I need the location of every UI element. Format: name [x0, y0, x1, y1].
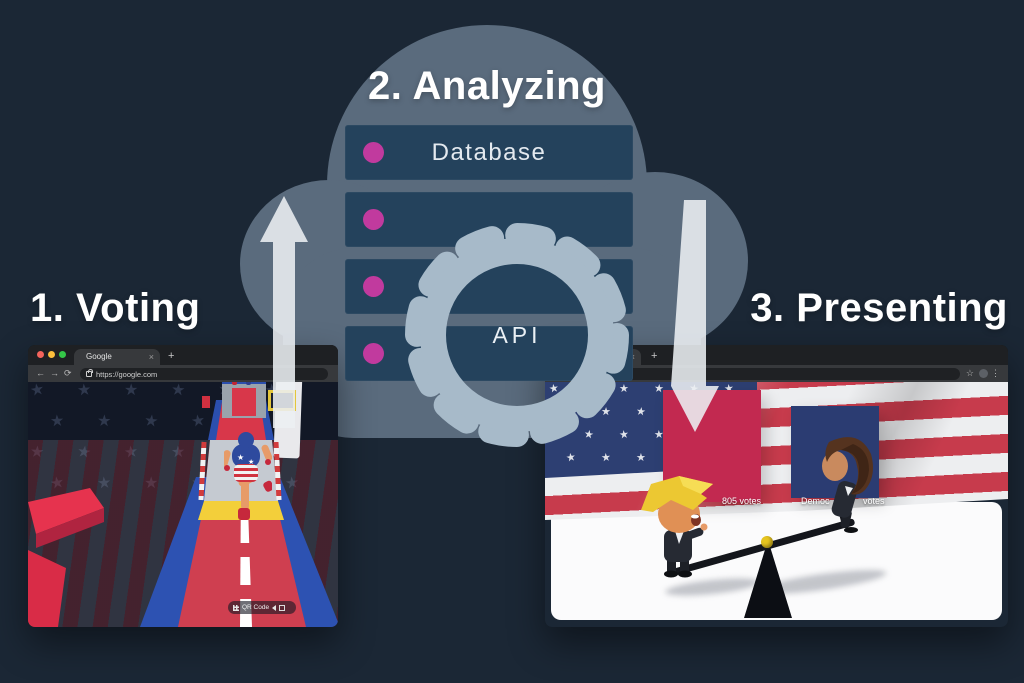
flag-star-icon: ★ [636, 452, 646, 464]
flag-star-icon: ★ [28, 382, 46, 401]
down-arrow-icon [671, 200, 719, 432]
url-field[interactable]: https://google.com [80, 367, 328, 380]
seesaw-pivot-ball [761, 536, 773, 548]
qr-button-label: QR Code [242, 604, 270, 611]
mini-candidate-blue [246, 382, 251, 385]
republican-votes-label: 805 votes [721, 496, 761, 506]
qr-icon [233, 604, 239, 611]
server-label: Database [431, 139, 547, 166]
svg-text:★: ★ [248, 458, 254, 466]
server-led-icon [363, 343, 384, 364]
canton-star-field: ★★★★★★★★★★★★★★★★★★★★★★★★ [545, 382, 757, 478]
reload-icon[interactable]: ⟳ [64, 368, 72, 378]
browser-tab-google[interactable]: Google × [74, 349, 160, 365]
tab-bar: Google × + [28, 345, 338, 365]
server-row-database: Database [345, 125, 633, 180]
close-window-icon[interactable] [37, 351, 44, 358]
step-title-analyzing: 2. Analyzing [368, 64, 606, 108]
new-tab-icon[interactable]: + [168, 350, 175, 362]
red-sign [202, 396, 210, 408]
flag-star-icon: ★ [96, 412, 112, 431]
flag-star-icon: ★ [619, 383, 629, 395]
tab-title: Google [86, 352, 112, 361]
finish-tower-carpet [232, 388, 256, 416]
new-tab-icon[interactable]: + [651, 350, 658, 362]
zoom-window-icon[interactable] [59, 351, 66, 358]
server-led-icon [363, 276, 384, 297]
bookmark-star-icon[interactable]: ☆ [965, 368, 974, 378]
svg-text:★: ★ [237, 453, 244, 462]
avatar-icon[interactable] [979, 369, 988, 378]
qr-code-button[interactable]: QR Code [228, 601, 296, 614]
presenting-browser-window: × + ☆ ⋮ ★★★★★★★★★★★★★★★★★★★★★★★★ 805 vot… [545, 345, 1008, 627]
harris-caricature [822, 437, 873, 533]
minimize-window-icon[interactable] [48, 351, 55, 358]
flag-star-icon: ★ [142, 412, 160, 431]
step-title-presenting: 3. Presenting [750, 286, 1008, 330]
server-led-icon [363, 142, 384, 163]
democrat-votes-label-start: Democ [801, 496, 830, 506]
step-title-voting: 1. Voting [30, 286, 201, 330]
democrat-votes-label-end: votes [863, 496, 885, 506]
url-text: https://google.com [96, 369, 158, 379]
address-bar: ← → ⟳ https://google.com [28, 365, 338, 382]
address-bar: ☆ ⋮ [545, 365, 1008, 382]
flag-star-icon: ★ [49, 412, 65, 431]
server-led-icon [363, 209, 384, 230]
flag-star-field: ★★★★★★★★★★★★★★★★★★★★★★★★ [28, 382, 308, 507]
flag-star-icon: ★ [76, 382, 93, 400]
kebab-menu-icon[interactable]: ⋮ [991, 368, 1000, 378]
mini-candidate-red [232, 382, 237, 385]
up-arrow-icon [260, 196, 308, 428]
trump-caricature [641, 476, 713, 578]
close-icon[interactable]: × [148, 352, 154, 362]
api-label: API [492, 322, 542, 348]
fullscreen-icon[interactable] [279, 604, 286, 611]
forward-icon[interactable]: → [50, 368, 59, 378]
flag-star-icon: ★ [189, 411, 207, 432]
back-icon[interactable]: ← [36, 368, 45, 378]
flag-star-icon: ★ [144, 473, 158, 493]
flag-star-icon: ★ [124, 382, 139, 399]
url-field[interactable] [553, 367, 960, 380]
flag-star-icon: ★ [170, 382, 187, 400]
api-gear-icon [405, 223, 629, 447]
results-viewport[interactable]: ★★★★★★★★★★★★★★★★★★★★★★★★ 805 votes Democ… [545, 382, 1008, 627]
lock-icon [86, 369, 93, 377]
speaker-icon[interactable] [272, 604, 277, 611]
runner-character: ★ ★ [224, 432, 272, 520]
